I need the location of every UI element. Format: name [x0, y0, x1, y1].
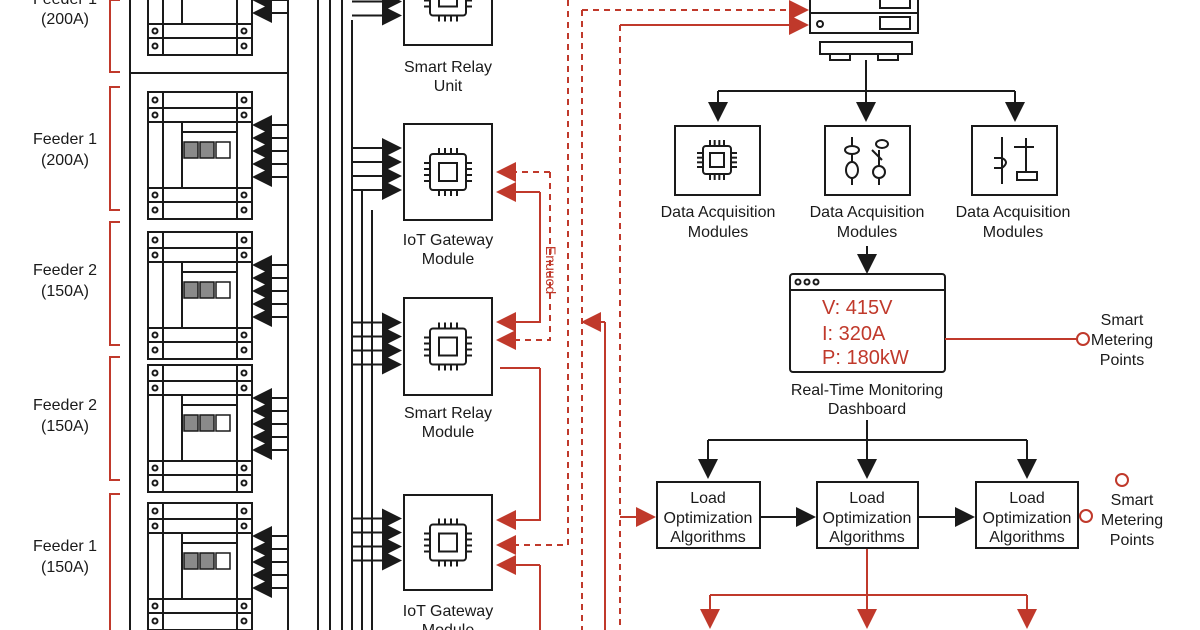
svg-text:(200A): (200A)	[41, 152, 89, 169]
svg-text:(150A): (150A)	[41, 418, 89, 435]
circuit-breaker-icon	[147, 0, 288, 56]
feeder-brackets	[109, 0, 120, 630]
daq-modules	[674, 125, 1058, 196]
dashboard-window: V: 415V I: 320A P: 180kW	[789, 273, 946, 373]
svg-text:Modules: Modules	[837, 224, 897, 241]
breakers	[147, 0, 288, 630]
chip-icon	[352, 0, 493, 46]
svg-text:Feeder 2: Feeder 2	[33, 397, 97, 414]
svg-text:Algorithms: Algorithms	[670, 529, 746, 546]
svg-text:Module: Module	[422, 622, 475, 630]
current-readout: I: 320A	[822, 323, 886, 345]
window-dot-icon	[794, 278, 802, 286]
svg-text:Module: Module	[422, 251, 475, 268]
svg-text:Modules: Modules	[983, 224, 1043, 241]
power-readout: P: 180kW	[822, 347, 909, 369]
server-icon	[809, 0, 919, 61]
svg-text:Unit: Unit	[434, 78, 463, 95]
svg-text:Modules: Modules	[688, 224, 748, 241]
circuit-breaker-icon	[147, 91, 288, 220]
feeder-label: Feeder 1 (200A)	[33, 0, 97, 28]
svg-text:(150A): (150A)	[41, 559, 89, 576]
voltage-readout: V: 415V	[822, 297, 893, 319]
feeder-label: Feeder 1 (200A)	[33, 131, 97, 169]
svg-text:IoT Gateway: IoT Gateway	[403, 232, 493, 249]
circuit-breaker-icon	[147, 364, 288, 493]
window-dot-icon	[812, 278, 820, 286]
svg-text:Algorithms: Algorithms	[829, 529, 905, 546]
svg-text:Load: Load	[1009, 490, 1045, 507]
svg-text:Load: Load	[690, 490, 726, 507]
switch-icon	[971, 125, 1058, 196]
svg-text:Metering: Metering	[1091, 332, 1153, 349]
chip-icon	[674, 125, 761, 196]
metering-point-icon	[1115, 473, 1129, 487]
svg-text:IoT Gateway: IoT Gateway	[403, 603, 493, 620]
svg-text:(200A): (200A)	[41, 11, 89, 28]
svg-text:Optimization: Optimization	[823, 510, 912, 527]
chip-icon	[352, 297, 493, 396]
svg-text:Points: Points	[1110, 532, 1154, 549]
modules	[352, 0, 493, 591]
svg-text:Optimization: Optimization	[664, 510, 753, 527]
svg-text:Feeder 1: Feeder 1	[33, 0, 97, 8]
feeder-label: Feeder 2 (150A)	[33, 397, 97, 435]
svg-text:Smart Relay: Smart Relay	[404, 405, 492, 422]
svg-text:Load: Load	[849, 490, 885, 507]
tree-lines	[708, 60, 1025, 274]
load-opt-lines	[698, 420, 1037, 629]
svg-text:Feeder 2: Feeder 2	[33, 262, 97, 279]
circuit-breaker-icon	[147, 231, 288, 360]
svg-text:Algorithms: Algorithms	[989, 529, 1065, 546]
svg-text:Feeder 1: Feeder 1	[33, 538, 97, 555]
svg-text:Data Acquisition: Data Acquisition	[661, 204, 776, 221]
circuit-breaker-icon	[147, 502, 288, 630]
chip-icon	[352, 123, 493, 221]
sensor-icon	[824, 125, 911, 196]
svg-text:Data Acquisition: Data Acquisition	[956, 204, 1071, 221]
svg-text:Smart: Smart	[1101, 312, 1144, 329]
feeder-label: Feeder 1 (150A)	[33, 538, 97, 576]
svg-text:Data Acquisition: Data Acquisition	[810, 204, 925, 221]
svg-text:Points: Points	[1100, 352, 1144, 369]
svg-text:Optimization: Optimization	[983, 510, 1072, 527]
svg-text:Smart: Smart	[1111, 492, 1154, 509]
metering-point-icon	[1079, 509, 1093, 523]
svg-text:(150A): (150A)	[41, 283, 89, 300]
feeder-label: Feeder 2 (150A)	[33, 262, 97, 300]
svg-text:Dashboard: Dashboard	[828, 401, 906, 418]
svg-text:Smart Relay: Smart Relay	[404, 59, 492, 76]
svg-text:Real-Time Monitoring: Real-Time Monitoring	[791, 382, 943, 399]
svg-text:Module: Module	[422, 424, 475, 441]
chip-icon	[352, 494, 493, 591]
window-dot-icon	[803, 278, 811, 286]
metering-point-icon	[1076, 332, 1090, 346]
bus-lines	[129, 0, 373, 630]
red-links	[496, 0, 809, 630]
rotated-label: Enuuod	[543, 246, 559, 294]
svg-text:Feeder 1: Feeder 1	[33, 131, 97, 148]
svg-text:Metering: Metering	[1101, 512, 1163, 529]
